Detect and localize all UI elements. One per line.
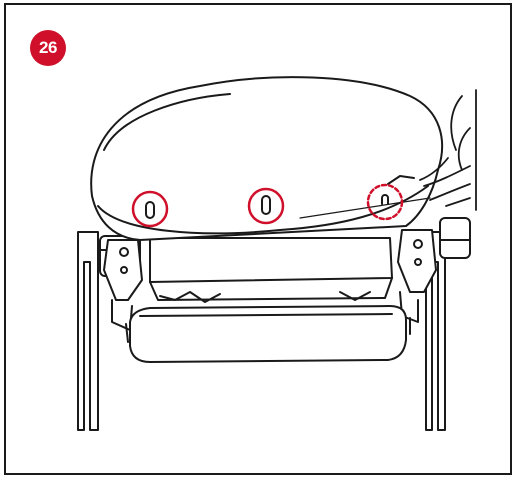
- seat-bracket: [150, 238, 392, 302]
- tray: [130, 306, 406, 362]
- seat-shell: [91, 77, 442, 240]
